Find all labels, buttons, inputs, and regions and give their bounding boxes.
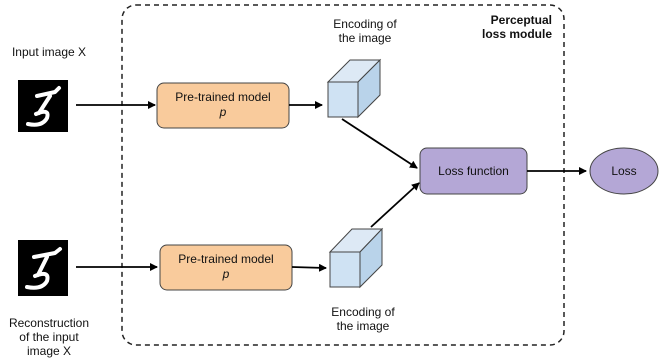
encoding-top-label-line2: the image [338, 31, 392, 45]
encoding-cube-bottom [328, 227, 384, 289]
pretrained-model-top-label: Pre-trained model p [157, 90, 289, 120]
reconstruction-label-line2: of the input [19, 330, 79, 344]
module-title: Perceptual loss module [448, 13, 552, 41]
input-image-label: Input image X [11, 45, 87, 59]
encoding-bottom-label-line2: the image [336, 319, 390, 333]
module-title-line2: loss module [481, 27, 552, 41]
input-image [18, 80, 68, 132]
encoding-cube-top [326, 58, 382, 119]
pretrained-model-bottom-symbol: p [222, 267, 230, 281]
pretrained-model-top-symbol: p [219, 105, 227, 119]
pretrained-model-bottom-name: Pre-trained model [178, 252, 274, 266]
encoding-bottom-label-line1: Encoding of [331, 305, 395, 319]
reconstruction-image [18, 240, 68, 296]
reconstruction-label-line1: Reconstruction [8, 316, 90, 330]
encoding-bottom-label: Encoding of the image [318, 305, 408, 333]
arrow-model-to-encoding-bottom [291, 263, 327, 272]
encoding-top-label: Encoding of the image [320, 17, 410, 45]
encoding-top-label-line1: Encoding of [333, 17, 397, 31]
loss-label: Loss [611, 164, 637, 178]
pretrained-model-top-name: Pre-trained model [175, 90, 271, 104]
reconstruction-label-line3: image X [26, 344, 72, 358]
loss-ellipse [589, 147, 659, 195]
loss-function-label: Loss function [438, 164, 509, 178]
reconstruction-label: Reconstruction of the input image X [0, 316, 98, 358]
arrow-encoding-top-to-loss-function [341, 118, 418, 169]
module-title-line1: Perceptual [490, 13, 552, 27]
arrow-encoding-bottom-to-loss-function [370, 182, 420, 228]
pretrained-model-bottom-label: Pre-trained model p [160, 252, 292, 282]
perceptual-loss-module-border [121, 4, 565, 346]
